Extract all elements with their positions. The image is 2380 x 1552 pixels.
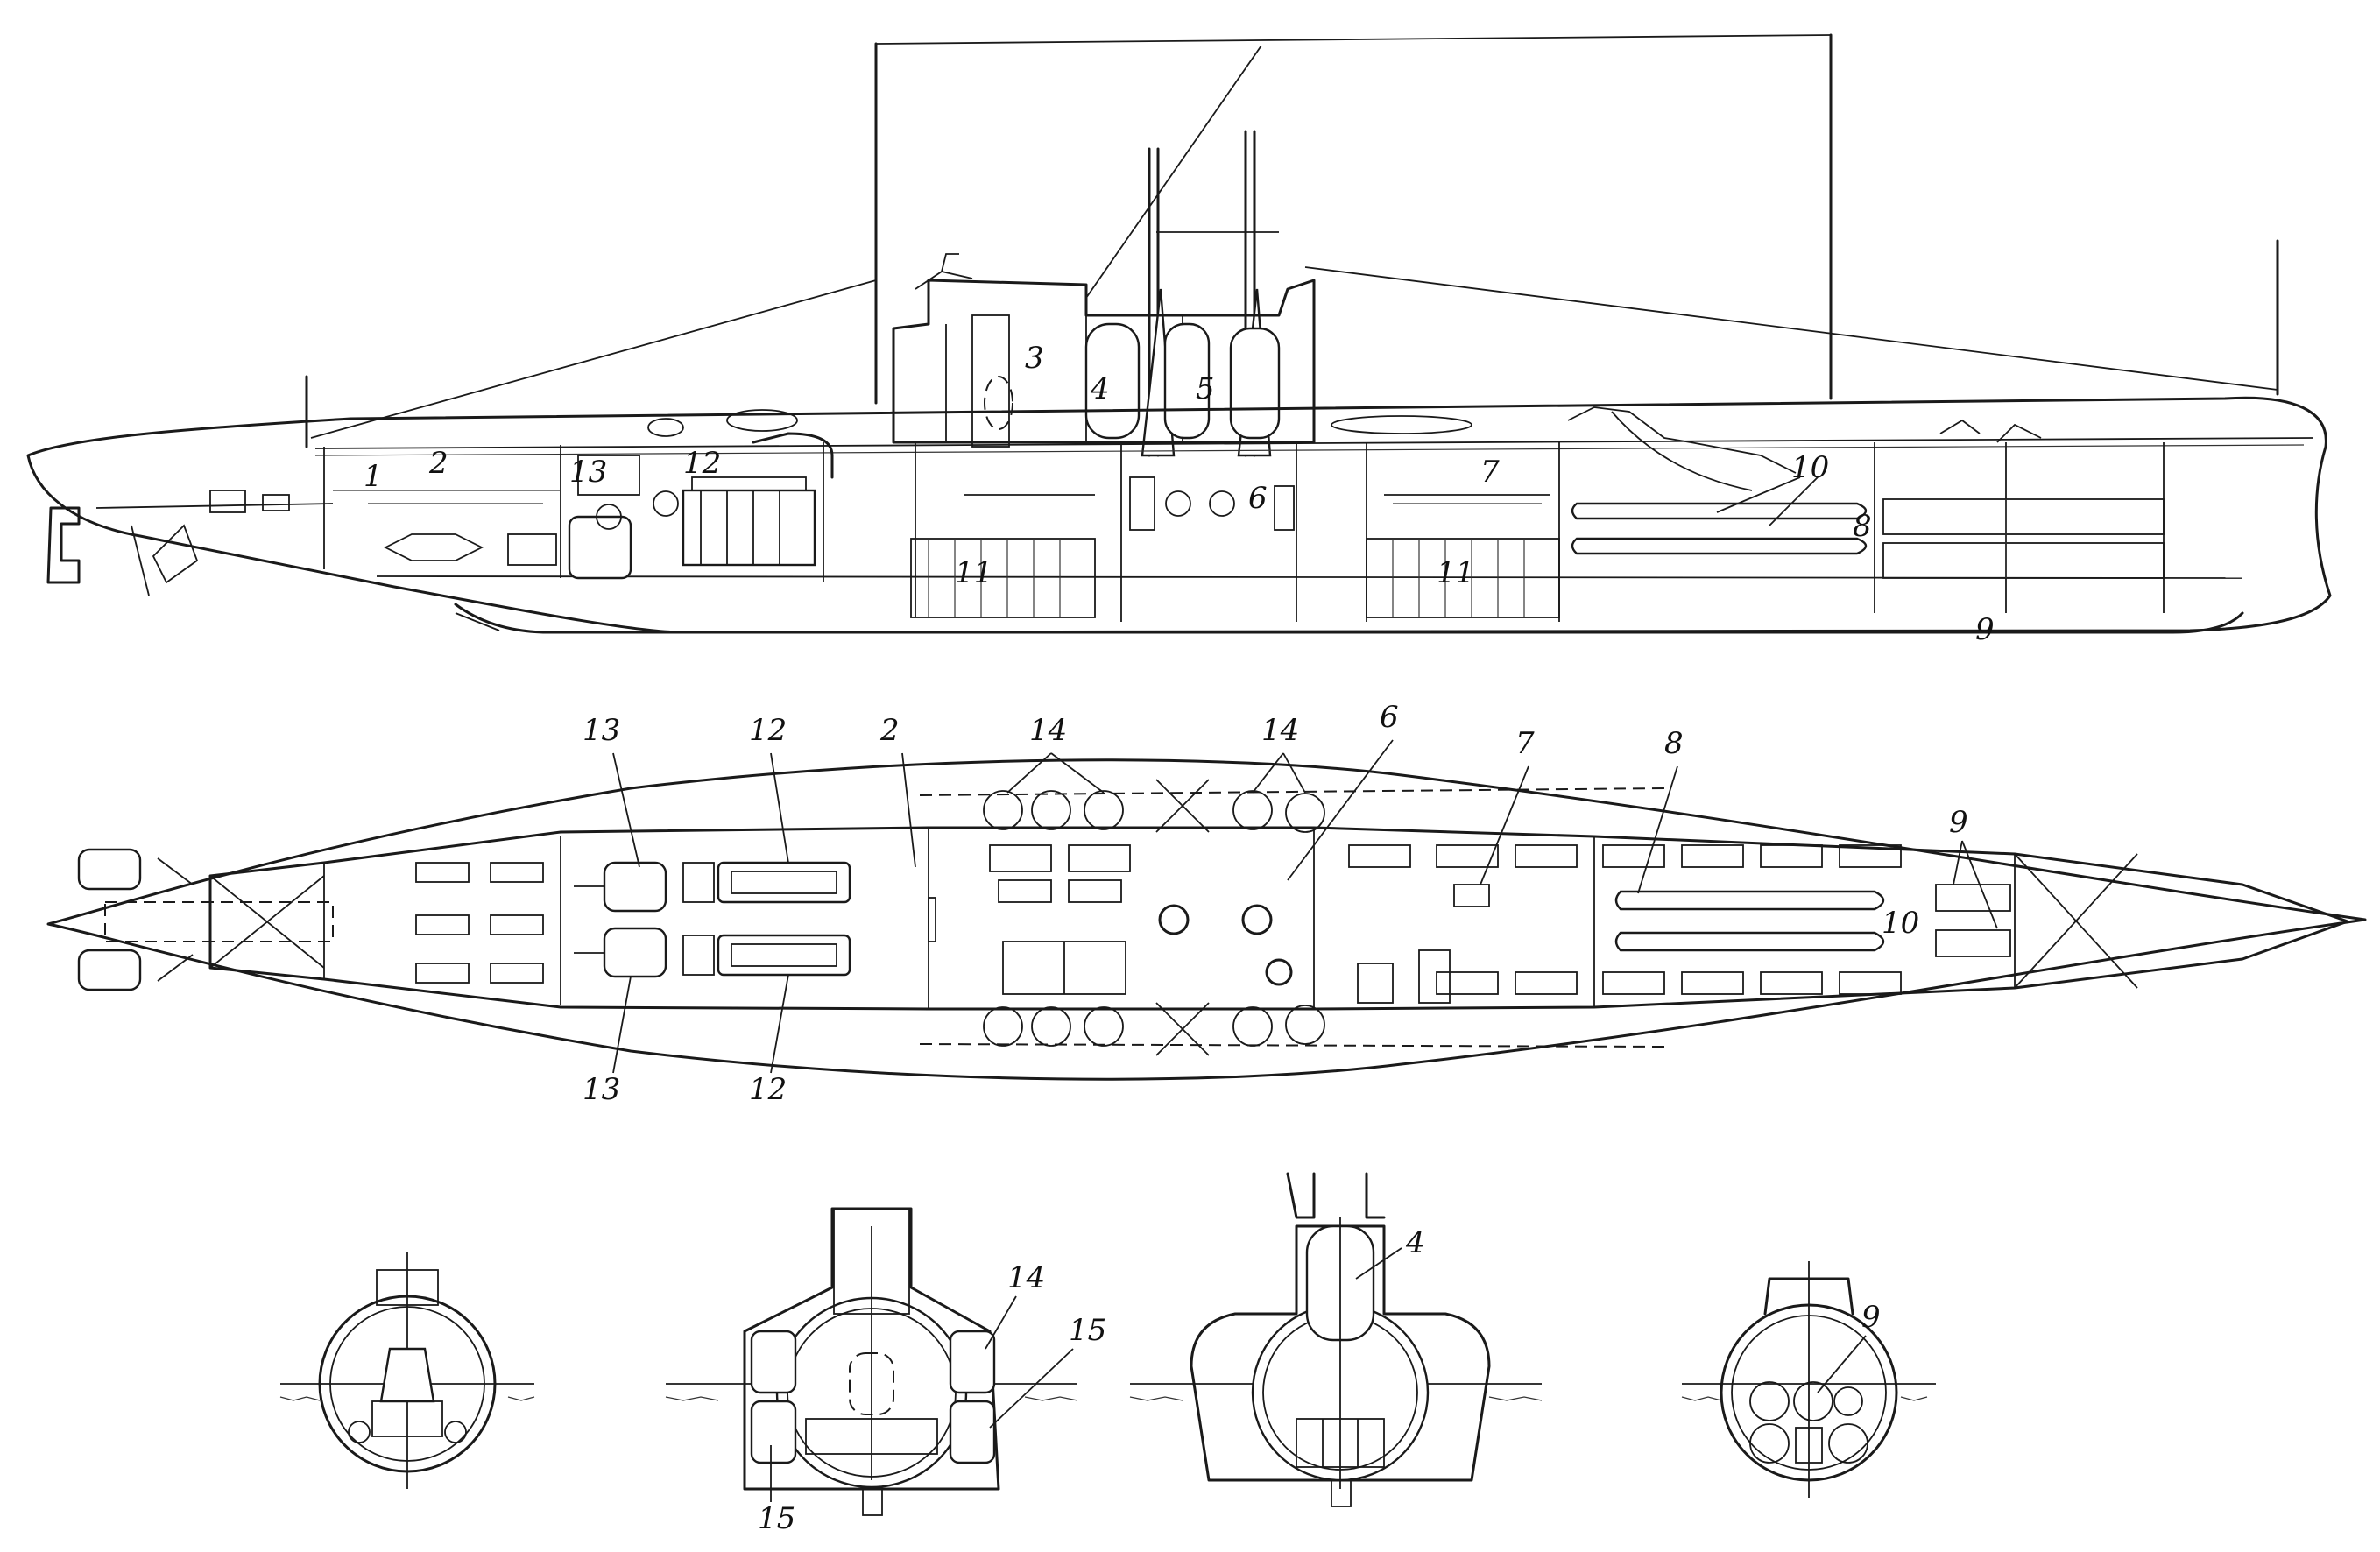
label-12: 12	[683, 446, 721, 481]
label-10: 10	[1791, 450, 1829, 485]
plan-diesel-engines	[682, 861, 851, 977]
plan-label-14-b: 14	[1261, 713, 1299, 748]
plan-label-8: 8	[1664, 726, 1684, 761]
stern-rudder	[46, 490, 334, 596]
plan-label-2: 2	[879, 713, 900, 748]
label-4: 4	[1090, 371, 1110, 406]
label-7: 7	[1480, 455, 1500, 490]
plan-outer-hull	[46, 758, 2367, 1081]
plan-label-9: 9	[1949, 805, 1968, 840]
plan-saddle-tanks	[983, 779, 1325, 1056]
label-2: 2	[428, 446, 448, 481]
water-surface-lines	[279, 1396, 1928, 1401]
control-wheels	[1129, 476, 1295, 531]
deck-fittings	[305, 375, 1472, 448]
plan-label-10: 10	[1882, 906, 1919, 941]
plan-label-6: 6	[1380, 700, 1399, 735]
plan-label-12-bottom: 12	[749, 1072, 787, 1107]
plan-fittings	[415, 844, 1902, 1004]
plan-view-labels: 13 12 2 14 14 6 7 8 9 10 13 12	[583, 700, 1998, 1107]
plan-label-7: 7	[1515, 726, 1535, 761]
side-profile-view	[26, 33, 2332, 634]
plan-torpedoes	[1614, 853, 2138, 989]
section-b-label-14: 14	[1007, 1260, 1045, 1295]
plan-label-13-top: 13	[583, 713, 620, 748]
battery-bank-aft	[910, 538, 1096, 618]
section-b-label-15-right: 15	[1069, 1313, 1106, 1348]
label-6: 6	[1248, 481, 1268, 516]
plan-label-13-bottom: 13	[583, 1072, 620, 1107]
radio-aerial	[310, 33, 2279, 439]
label-11-aft: 11	[955, 555, 992, 590]
cross-section-bow	[1682, 1261, 1936, 1498]
hull-profile	[26, 396, 2332, 634]
section-b-label-15-left: 15	[758, 1501, 795, 1536]
plan-label-14-a: 14	[1029, 713, 1067, 748]
label-5: 5	[1196, 371, 1215, 406]
section-d-labels: 9	[1817, 1300, 1881, 1393]
battery-bank-fwd	[1366, 538, 1560, 618]
label-11-fwd: 11	[1437, 555, 1474, 590]
diesel-engine-side	[682, 432, 834, 567]
plan-electric-motors	[574, 861, 667, 978]
section-b-labels: 14 15 15	[758, 1260, 1106, 1536]
side-view-labels: 1 2 3 4 5 6 7 8 9 10 11 11 12 13	[364, 341, 1995, 647]
label-8: 8	[1853, 509, 1872, 544]
plan-view	[46, 758, 2367, 1081]
plan-stern-planes	[77, 848, 334, 991]
electric-motor-side	[383, 455, 679, 580]
torpedo-tubes-bow	[1882, 419, 2165, 579]
label-9: 9	[1975, 612, 1995, 647]
section-c-label-4: 4	[1405, 1225, 1425, 1260]
cross-section-engine-room	[666, 1207, 1077, 1516]
label-1: 1	[364, 459, 383, 494]
cross-section-stern	[280, 1252, 534, 1489]
conning-tower	[892, 253, 1316, 448]
label-13: 13	[569, 455, 607, 490]
section-c-labels: 4	[1355, 1225, 1425, 1280]
cross-section-control-room	[1130, 1172, 1542, 1507]
label-3: 3	[1025, 341, 1044, 376]
section-d-label-9: 9	[1861, 1300, 1881, 1335]
crew-quarters-side	[964, 494, 1550, 504]
plan-label-12-top: 12	[749, 713, 787, 748]
